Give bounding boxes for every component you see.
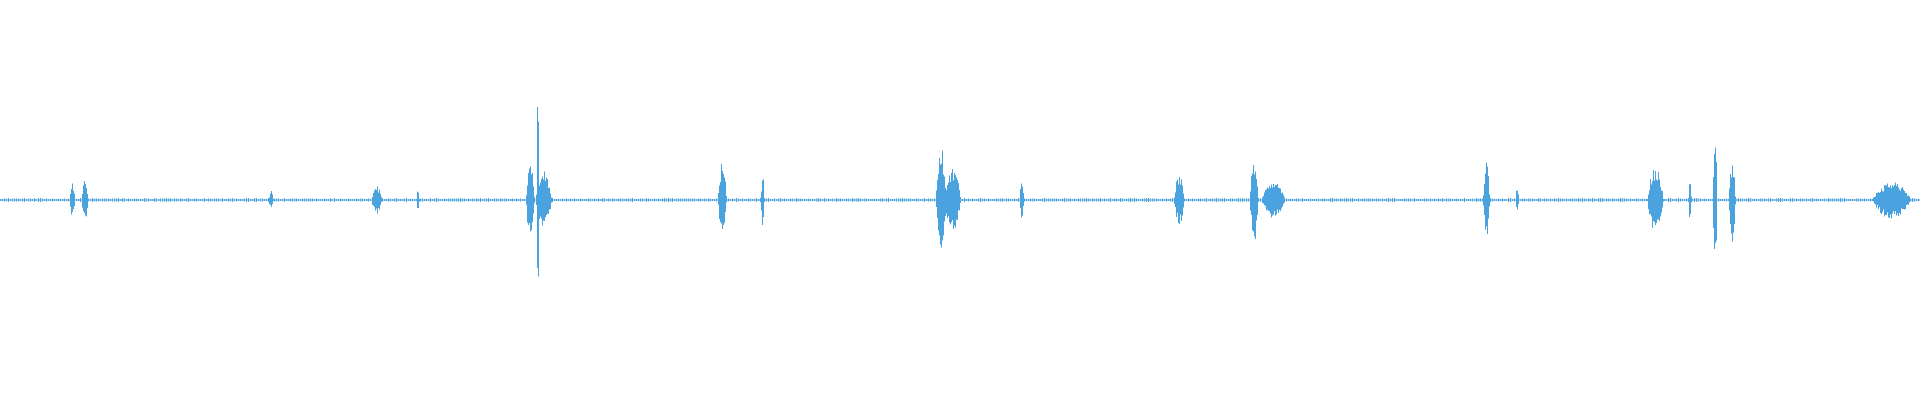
- waveform-bursts: [0, 106, 1919, 277]
